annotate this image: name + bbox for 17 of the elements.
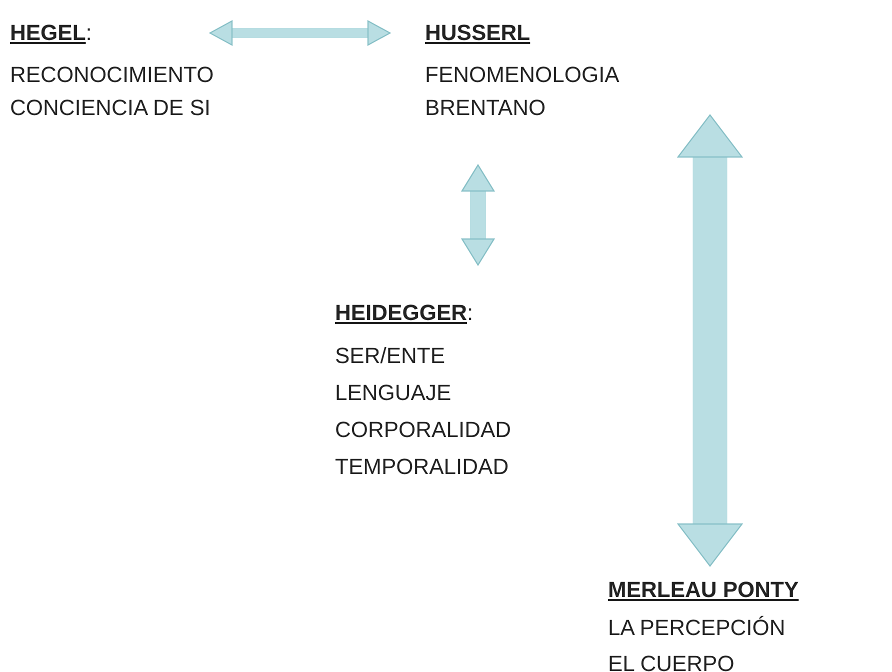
topic-text: EL CUERPO xyxy=(608,650,736,672)
double-arrow xyxy=(461,164,495,266)
topic-text: LA PERCEPCIÓN xyxy=(608,614,786,642)
topic-text: CONCIENCIA DE SI xyxy=(10,94,212,122)
double-arrow xyxy=(209,20,391,46)
heading: HUSSERL xyxy=(425,19,532,47)
topic-text: RECONOCIMIENTO xyxy=(10,61,214,89)
heading: HEGEL: xyxy=(10,19,93,47)
topic-text: CORPORALIDAD xyxy=(335,416,512,444)
topic-text: FENOMENOLOGIA xyxy=(425,61,620,89)
heading: HEIDEGGER: xyxy=(335,299,474,327)
topic-text: TEMPORALIDAD xyxy=(335,453,510,481)
double-arrow xyxy=(677,114,743,567)
topic-text: LENGUAJE xyxy=(335,379,452,407)
topic-text: BRENTANO xyxy=(425,94,547,122)
heading: MERLEAU PONTY xyxy=(608,576,799,604)
topic-text: SER/ENTE xyxy=(335,342,446,370)
